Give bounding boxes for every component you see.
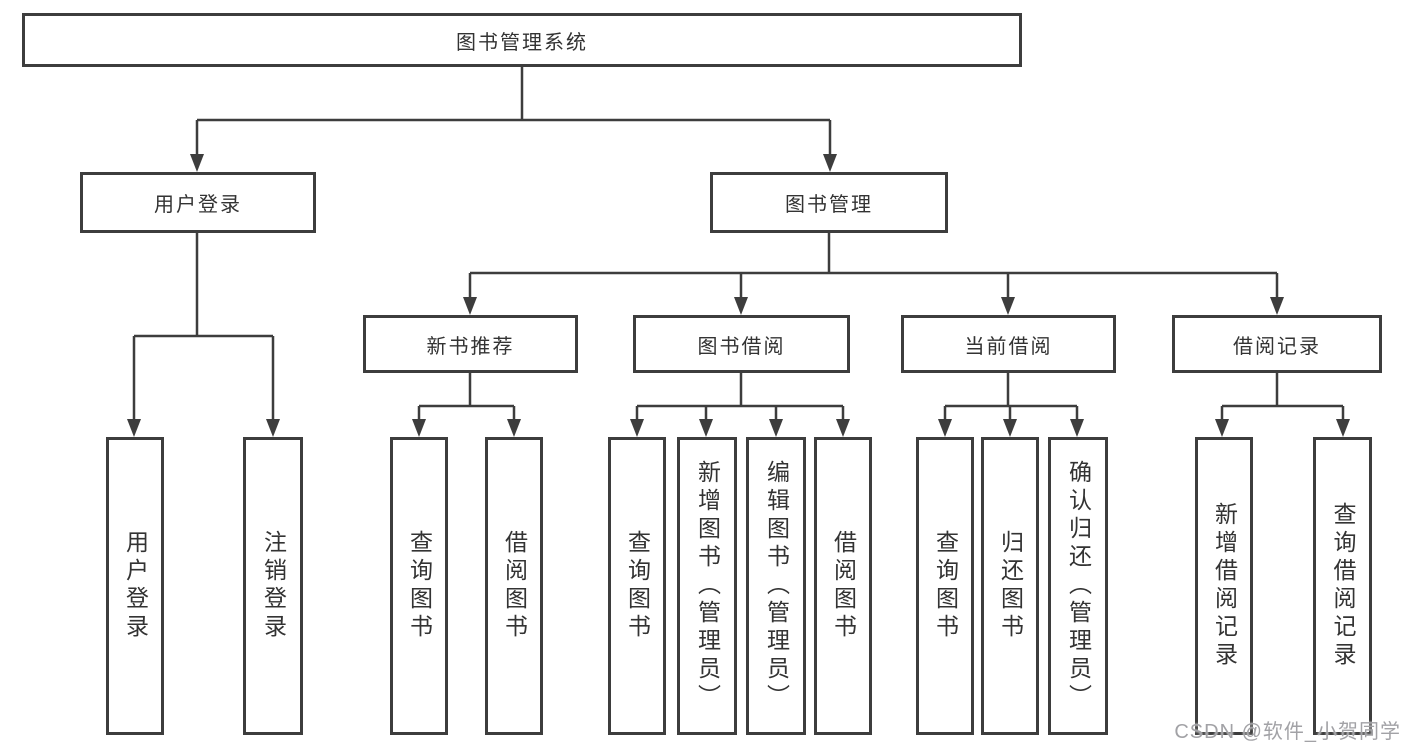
node-user-login: 用户登录 bbox=[80, 172, 316, 233]
node-book-borrow: 图书借阅 bbox=[633, 315, 850, 373]
leaf-current-return-books: 归还图书 bbox=[981, 437, 1039, 735]
leaf-user-login: 用户登录 bbox=[106, 437, 164, 735]
node-borrow-records: 借阅记录 bbox=[1172, 315, 1382, 373]
leaf-newbook-borrow-books: 借阅图书 bbox=[485, 437, 543, 735]
node-library-management-system: 图书管理系统 bbox=[22, 13, 1022, 67]
node-current-borrow: 当前借阅 bbox=[901, 315, 1116, 373]
connector-group-book-mgmt bbox=[463, 233, 1284, 315]
connector-group-new-book bbox=[412, 373, 521, 437]
leaf-current-query-books: 查询图书 bbox=[916, 437, 974, 735]
leaf-record-query-borrow-record: 查询借阅记录 bbox=[1313, 437, 1372, 735]
leaf-borrow-borrow-books: 借阅图书 bbox=[814, 437, 872, 735]
leaf-logout: 注销登录 bbox=[243, 437, 303, 735]
connector-group-current-borrow bbox=[938, 373, 1084, 437]
connector-group-user-login bbox=[127, 233, 280, 437]
leaf-borrow-edit-books-admin: 编辑图书（管理员） bbox=[746, 437, 806, 735]
leaf-newbook-query-books: 查询图书 bbox=[390, 437, 448, 735]
connector-group-root bbox=[190, 67, 837, 172]
leaf-current-confirm-return-admin: 确认归还（管理员） bbox=[1048, 437, 1108, 735]
node-new-book-recommend: 新书推荐 bbox=[363, 315, 578, 373]
leaf-borrow-query-books: 查询图书 bbox=[608, 437, 666, 735]
leaf-record-add-borrow-record: 新增借阅记录 bbox=[1195, 437, 1253, 735]
connector-group-book-borrow bbox=[630, 373, 850, 437]
connector-group-borrow-record bbox=[1215, 373, 1350, 437]
watermark: CSDN @软件_小贺同学 bbox=[1174, 721, 1401, 743]
node-book-management: 图书管理 bbox=[710, 172, 948, 233]
leaf-borrow-add-books-admin: 新增图书（管理员） bbox=[677, 437, 737, 735]
